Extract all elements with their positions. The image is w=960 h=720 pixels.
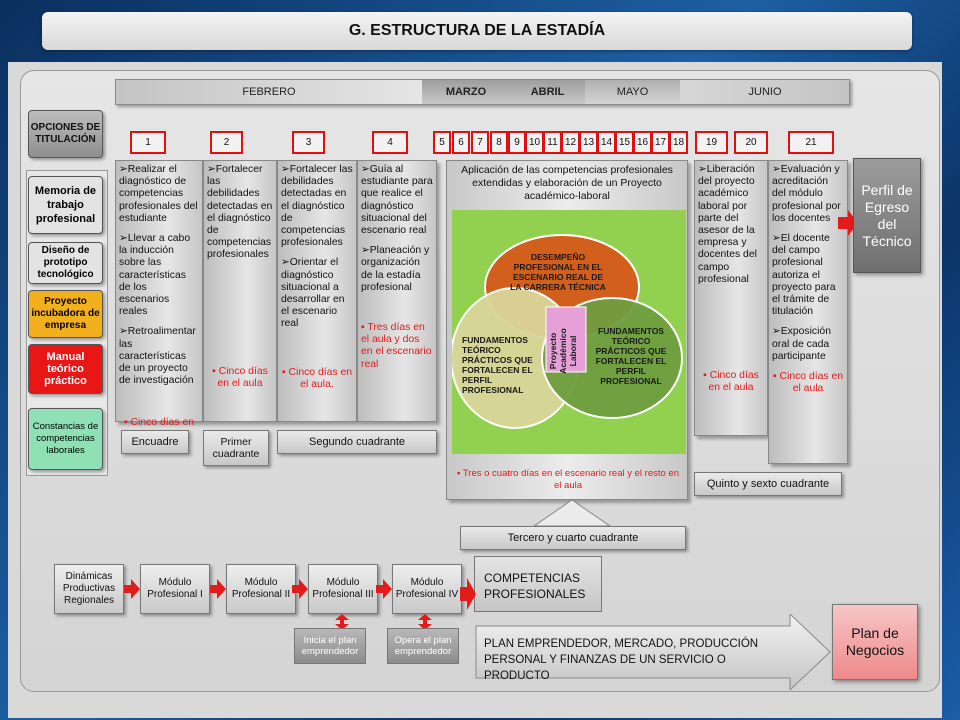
bullet-arrow-icon: ➢ <box>207 164 216 175</box>
option-prototipo: Diseño de prototipo tecnológico <box>28 242 103 284</box>
week-8: 8 <box>490 131 508 154</box>
week-14: 14 <box>597 131 616 154</box>
arrow-right-icon <box>210 579 226 599</box>
arrow-right-icon <box>460 578 476 610</box>
circle-right-text: FUNDAMENTOS TEÓRICO PRÁCTICOS QUE FORTAL… <box>595 326 667 386</box>
column-week-21: ➢Evaluación y acreditación del módulo pr… <box>768 160 848 464</box>
week-5: 5 <box>433 131 451 154</box>
page-title: G. ESTRUCTURA DE LA ESTADÍA <box>42 12 912 50</box>
week-15: 15 <box>615 131 634 154</box>
column-week-19: ➢Liberación del proyecto académico labor… <box>694 160 768 436</box>
quadrant-segundo: Segundo cuadrante <box>277 430 437 454</box>
competencias-label: COMPETENCIAS PROFESIONALES <box>484 571 586 601</box>
arrow-right-icon <box>124 579 140 599</box>
negocios-box: Plan de Negocios <box>832 604 918 680</box>
column-note: Cinco días en el aula <box>708 370 759 394</box>
week-19: 19 <box>695 131 728 154</box>
plan-arrow-text: PLAN EMPRENDEDOR, MERCADO, PRODUCCIÓN PE… <box>484 638 759 682</box>
bullet-arrow-icon: ➢ <box>281 164 290 175</box>
column-week-3: ➢Fortalecer las debilidades detectadas e… <box>277 160 357 422</box>
center-heading: Aplicación de las competencias profesion… <box>461 164 673 202</box>
bullet-arrow-icon: ➢ <box>772 326 781 338</box>
column-note: Cinco días en el aula. <box>288 366 353 390</box>
bullet-arrow-icon: ➢ <box>281 257 290 269</box>
week-10: 10 <box>525 131 544 154</box>
column-note: Cinco días en el aula <box>779 371 844 395</box>
column-note: Tres días en el aula y dos en el escenar… <box>361 322 432 370</box>
module-profesional-3: Módulo Profesional III <box>308 564 378 614</box>
circle-top-text: DESEMPEÑO PROFESIONAL EN EL ESCENARIO RE… <box>510 252 606 292</box>
arrow-right-icon <box>376 579 392 599</box>
week-20: 20 <box>734 131 768 154</box>
competencias-box <box>474 556 602 612</box>
column-note: Cinco días en el aula <box>217 365 268 389</box>
month-abril: ABRIL <box>510 80 585 104</box>
arrow-updown-icon <box>335 614 349 630</box>
bullet-arrow-icon: ➢ <box>119 233 128 245</box>
core-box <box>545 306 587 373</box>
week-12: 12 <box>561 131 580 154</box>
circle-left-text: FUNDAMENTOS TEÓRICO PRÁCTICOS QUE FORTAL… <box>462 335 533 395</box>
quadrant-tercero: Tercero y cuarto cuadrante <box>460 526 686 550</box>
arrow-updown-icon <box>418 614 432 630</box>
month-junio: JUNIO <box>748 86 782 98</box>
quadrant-primer: Primer cuadrante <box>203 430 269 466</box>
column-week-1: ➢Realizar el diagnóstico de competencias… <box>115 160 203 441</box>
column-week-4: ➢Guía al estudiante para que realice el … <box>357 160 437 422</box>
week-1: 1 <box>130 131 166 154</box>
option-memoria: Memoria de trabajo profesional <box>28 176 103 234</box>
week-17: 17 <box>651 131 670 154</box>
plan-inicia: Inicia el plan emprendedor <box>294 628 366 664</box>
bullet-arrow-icon: ➢ <box>119 326 128 338</box>
arrow-right-icon <box>292 579 308 599</box>
week-13: 13 <box>579 131 598 154</box>
options-header: OPCIONES DE TITULACIÓN <box>28 110 103 158</box>
option-manual: Manual teórico práctico <box>28 344 103 394</box>
module-profesional-4: Módulo Profesional IV <box>392 564 462 614</box>
option-constancias: Constancias de competencias laborales <box>28 408 103 470</box>
bullet-arrow-icon: ➢ <box>119 164 128 175</box>
month-marzo: MARZO <box>422 80 510 104</box>
quadrant-quinto: Quinto y sexto cuadrante <box>694 472 842 496</box>
month-febrero: FEBRERO <box>242 86 296 98</box>
bullet-arrow-icon: ➢ <box>772 233 781 245</box>
module-dinamicas: Dinámicas Productivas Regionales <box>54 564 124 614</box>
week-3: 3 <box>292 131 325 154</box>
week-9: 9 <box>508 131 526 154</box>
quadrant-encuadre: Encuadre <box>121 430 189 454</box>
core-text: Proyecto Académico Laboral <box>548 328 578 374</box>
center-note: ▪ Tres o cuatro días en el escenario rea… <box>457 468 679 491</box>
profile-box: Perfil de Egreso del Técnico <box>853 158 921 273</box>
venn-diagram <box>452 234 683 429</box>
week-2: 2 <box>210 131 243 154</box>
plan-opera: Opera el plan emprendedor <box>387 628 459 664</box>
bullet-arrow-icon: ➢ <box>361 245 370 257</box>
month-mayo: MAYO <box>585 80 680 104</box>
triangle-pointer <box>534 500 610 526</box>
module-profesional-2: Módulo Profesional II <box>226 564 296 614</box>
bullet-arrow-icon: ➢ <box>772 164 781 175</box>
bullet-arrow-icon: ➢ <box>361 164 370 175</box>
module-profesional-1: Módulo Profesional I <box>140 564 210 614</box>
week-4: 4 <box>372 131 408 154</box>
week-7: 7 <box>471 131 489 154</box>
option-incubadora: Proyecto incubadora de empresa <box>28 290 103 338</box>
week-16: 16 <box>633 131 652 154</box>
plan-big-arrow <box>475 614 831 690</box>
week-18: 18 <box>669 131 688 154</box>
week-11: 11 <box>543 131 562 154</box>
week-21: 21 <box>788 131 834 154</box>
bullet-arrow-icon: ➢ <box>698 164 707 175</box>
column-week-2: ➢Fortalecer las debilidades detectadas e… <box>203 160 277 422</box>
week-6: 6 <box>452 131 470 154</box>
